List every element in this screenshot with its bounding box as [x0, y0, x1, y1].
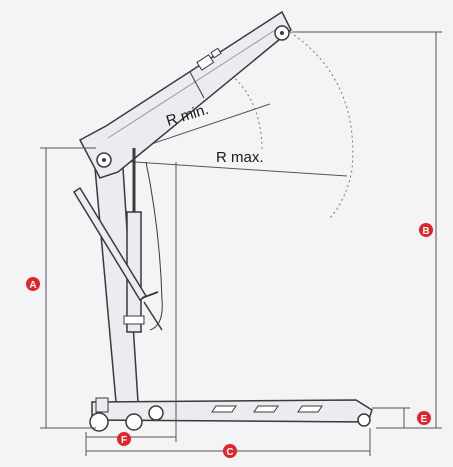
boom-extension-pin: [210, 47, 222, 59]
dimension-b: [292, 31, 442, 429]
svg-text:A: A: [29, 280, 36, 291]
r-max-label: R max.: [216, 149, 264, 166]
front-wheel: [357, 413, 371, 427]
svg-text:B: B: [422, 226, 429, 237]
marker-a: A: [26, 277, 40, 291]
boom-extension-pin: [196, 54, 215, 71]
rear-wheel: [89, 412, 109, 432]
r-max-line: [103, 159, 348, 177]
boom-pivot-axle: [102, 158, 106, 162]
leg-bracket: [297, 405, 323, 413]
dimension-e: [372, 407, 410, 428]
hydraulic-hose: [145, 161, 163, 331]
marker-e: E: [417, 411, 431, 425]
marker-c: C: [223, 444, 237, 458]
reach-arc-inner: [227, 71, 263, 151]
pump-linkage: [143, 301, 163, 331]
leg-bracket: [211, 405, 237, 413]
svg-text:F: F: [121, 435, 127, 446]
boom-extension-joint: [189, 71, 205, 99]
dimension-f: [86, 162, 177, 442]
rear-wheel: [125, 413, 143, 431]
leg-bracket: [253, 405, 279, 413]
marker-f: F: [117, 432, 131, 446]
rear-caster-bracket: [95, 397, 109, 413]
ram-clamp: [123, 315, 145, 325]
svg-text:E: E: [421, 414, 428, 425]
svg-text:C: C: [226, 447, 233, 458]
dimension-a: [40, 147, 96, 429]
hook-pulley-axle: [280, 31, 284, 35]
reach-arc-outer: [289, 31, 354, 219]
pump-linkage: [141, 291, 159, 299]
marker-b: B: [419, 223, 433, 237]
front-wheel: [148, 405, 164, 421]
